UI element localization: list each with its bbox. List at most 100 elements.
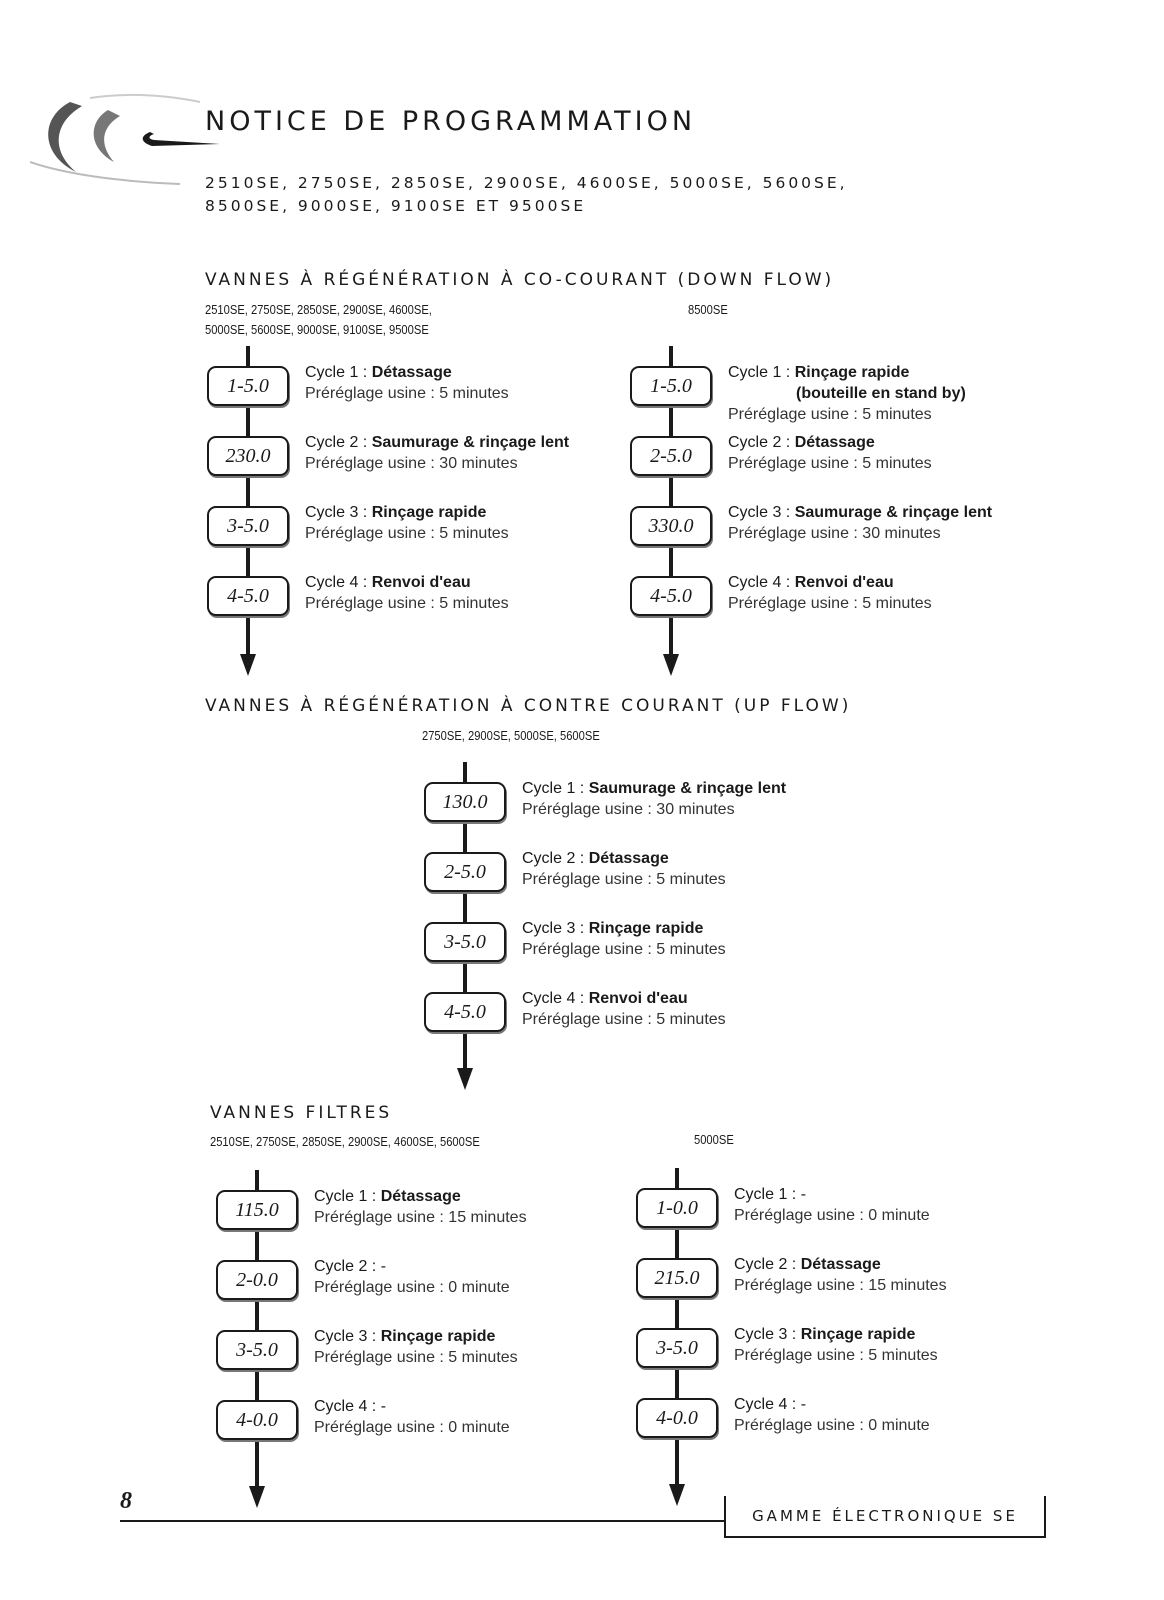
cycle-number: Cycle 3 : (734, 1326, 801, 1343)
factory-preset: Préréglage usine : 0 minute (734, 1417, 930, 1434)
flow-line (246, 346, 250, 656)
cycle-name: Détassage (588, 850, 669, 867)
cycle-title: Cycle 3 : Rinçage rapide (734, 1326, 915, 1343)
flow-arrow-icon (240, 654, 256, 676)
cycle-label: Cycle 4 : - Préréglage usine : 0 minute (734, 1394, 930, 1436)
cycle-code-display: 4-5.0 (207, 576, 289, 616)
valve-list-line: 2510SE, 2750SE, 2850SE, 2900SE, 4600SE, (205, 302, 432, 317)
valve-list-line: 2510SE, 2750SE, 2850SE, 2900SE, 4600SE, … (210, 1134, 480, 1149)
cycle-name: Saumurage & rinçage lent (794, 504, 993, 521)
cycle-code-display: 130.0 (424, 782, 506, 822)
flow-arrow-icon (663, 654, 679, 676)
cycle-number: Cycle 2 : - (314, 1258, 387, 1275)
flow-diagram-filters-right: 1-0.0 Cycle 1 : - Préréglage usine : 0 min… (636, 1168, 1076, 1506)
cycle-title: Cycle 2 : Détassage (728, 434, 875, 451)
cycle-title: Cycle 3 : Rinçage rapide (314, 1328, 495, 1345)
valve-list-line: 5000SE, 5600SE, 9000SE, 9100SE, 9500SE (205, 322, 429, 337)
factory-preset: Préréglage usine : 30 minutes (728, 525, 941, 542)
footer-brand: GAMME ÉLECTRONIQUE SE (724, 1496, 1046, 1538)
valve-list-line: 2750SE, 2900SE, 5000SE, 5600SE (422, 728, 600, 743)
cycle-code-display: 3-5.0 (207, 506, 289, 546)
valve-list-filters-right: 5000SE (694, 1130, 734, 1150)
cycle-number: Cycle 3 : (728, 504, 795, 521)
cycle-title: Cycle 1 : - (734, 1186, 806, 1203)
cycle-name: Détassage (794, 434, 875, 451)
cycle-title: Cycle 4 : Renvoi d'eau (522, 990, 688, 1007)
cycle-name: Rinçage rapide (800, 1326, 916, 1343)
cycle-number: Cycle 4 : (522, 990, 589, 1007)
cycle-title: Cycle 3 : Saumurage & rinçage lent (728, 504, 992, 521)
cycle-name: Renvoi d'eau (588, 990, 688, 1007)
cycle-label: Cycle 2 : -Préréglage usine : 0 minute (314, 1256, 510, 1298)
cycle-name: Saumurage & rinçage lent (371, 434, 570, 451)
cycle-title: Cycle 4 : - (314, 1398, 386, 1415)
valve-list-upflow: 2750SE, 2900SE, 5000SE, 5600SE (422, 726, 600, 746)
valve-list-filters-left: 2510SE, 2750SE, 2850SE, 2900SE, 4600SE, … (210, 1132, 480, 1152)
model-list-line: 2510SE, 2750SE, 2850SE, 2900SE, 4600SE, … (205, 174, 848, 192)
model-list-line: 8500SE, 9000SE, 9100SE ET 9500SE (205, 197, 587, 215)
factory-preset: Préréglage usine : 5 minutes (314, 1349, 518, 1366)
cycle-code-display: 4-0.0 (636, 1398, 718, 1438)
flow-arrow-icon (249, 1486, 265, 1508)
factory-preset: Préréglage usine : 5 minutes (305, 595, 509, 612)
factory-preset: Préréglage usine : 15 minutes (734, 1277, 947, 1294)
cycle-code-display: 1-0.0 (636, 1188, 718, 1228)
cycle-name: Renvoi d'eau (371, 574, 471, 591)
factory-preset: Préréglage usine : 5 minutes (734, 1347, 938, 1364)
cycle-title: Cycle 3 : Rinçage rapide (522, 920, 703, 937)
cycle-number: Cycle 4 : (728, 574, 795, 591)
section-title-downflow: VANNES À RÉGÉNÉRATION À CO-COURANT (DOWN… (205, 270, 835, 290)
cycle-number: Cycle 4 : (305, 574, 372, 591)
cycle-name: Rinçage rapide (371, 504, 487, 521)
cycle-title: Cycle 2 : Détassage (522, 850, 669, 867)
cycle-number: Cycle 3 : (314, 1328, 381, 1345)
brand-swoosh-logo (30, 94, 220, 185)
cycle-code-display: 230.0 (207, 436, 289, 476)
cycle-name: Rinçage rapide (588, 920, 704, 937)
cycle-number: Cycle 2 : (734, 1256, 801, 1273)
cycle-label: Cycle 1 : Rinçage rapide(bouteille en st… (728, 362, 966, 425)
cycle-name: Détassage (371, 364, 452, 381)
cycle-title: Cycle 4 : Renvoi d'eau (728, 574, 894, 591)
cycle-code-display: 115.0 (216, 1190, 298, 1230)
factory-preset: Préréglage usine : 30 minutes (522, 801, 735, 818)
flow-line (675, 1168, 679, 1486)
cycle-code-display: 4-5.0 (630, 576, 712, 616)
cycle-name: Renvoi d'eau (794, 574, 894, 591)
cycle-number: Cycle 4 : - (314, 1398, 387, 1415)
cycle-number: Cycle 2 : (522, 850, 589, 867)
factory-preset: Préréglage usine : 5 minutes (522, 941, 726, 958)
cycle-title: Cycle 4 : - (734, 1396, 806, 1413)
valve-list-downflow-left: 2510SE, 2750SE, 2850SE, 2900SE, 4600SE, … (205, 300, 432, 340)
flow-line (669, 346, 673, 656)
cycle-step: 4-0.0 Cycle 4 : - Préréglage usine : 0 min… (636, 1394, 1076, 1438)
cycle-name: Détassage (800, 1256, 881, 1273)
factory-preset: Préréglage usine : 5 minutes (728, 406, 932, 423)
cycle-title: Cycle 4 : Renvoi d'eau (305, 574, 471, 591)
cycle-number: Cycle 1 : (305, 364, 372, 381)
cycle-title: Cycle 1 : Saumurage & rinçage lent (522, 780, 786, 797)
page-title: NOTICE DE PROGRAMMATION (205, 106, 697, 137)
section-title-upflow: VANNES À RÉGÉNÉRATION À CONTRE COURANT (… (205, 696, 852, 716)
cycle-number: Cycle 1 : (522, 780, 589, 797)
